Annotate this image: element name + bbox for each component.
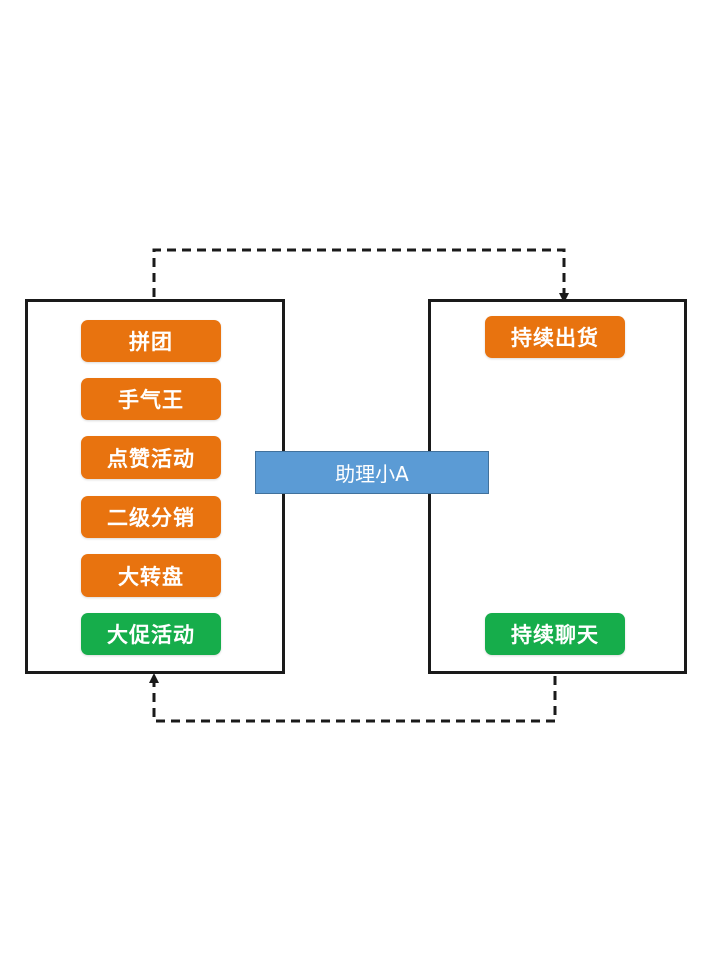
outcome-pill-continuous-chat[interactable]: 持续聊天 bbox=[485, 613, 625, 655]
activity-pill-two-level-distribution[interactable]: 二级分销 bbox=[81, 496, 221, 538]
activity-pill-group-buy[interactable]: 拼团 bbox=[81, 320, 221, 362]
activity-pill-lucky-king[interactable]: 手气王 bbox=[81, 378, 221, 420]
activity-pill-big-promotion[interactable]: 大促活动 bbox=[81, 613, 221, 655]
top-dashed-connector bbox=[152, 248, 569, 303]
assistant-banner: 助理小A bbox=[255, 451, 489, 494]
bottom-dashed-connector bbox=[149, 673, 557, 723]
activity-pill-like-event[interactable]: 点赞活动 bbox=[81, 436, 221, 479]
outcome-pill-continuous-shipping[interactable]: 持续出货 bbox=[485, 316, 625, 358]
activity-pill-lucky-wheel[interactable]: 大转盘 bbox=[81, 554, 221, 597]
